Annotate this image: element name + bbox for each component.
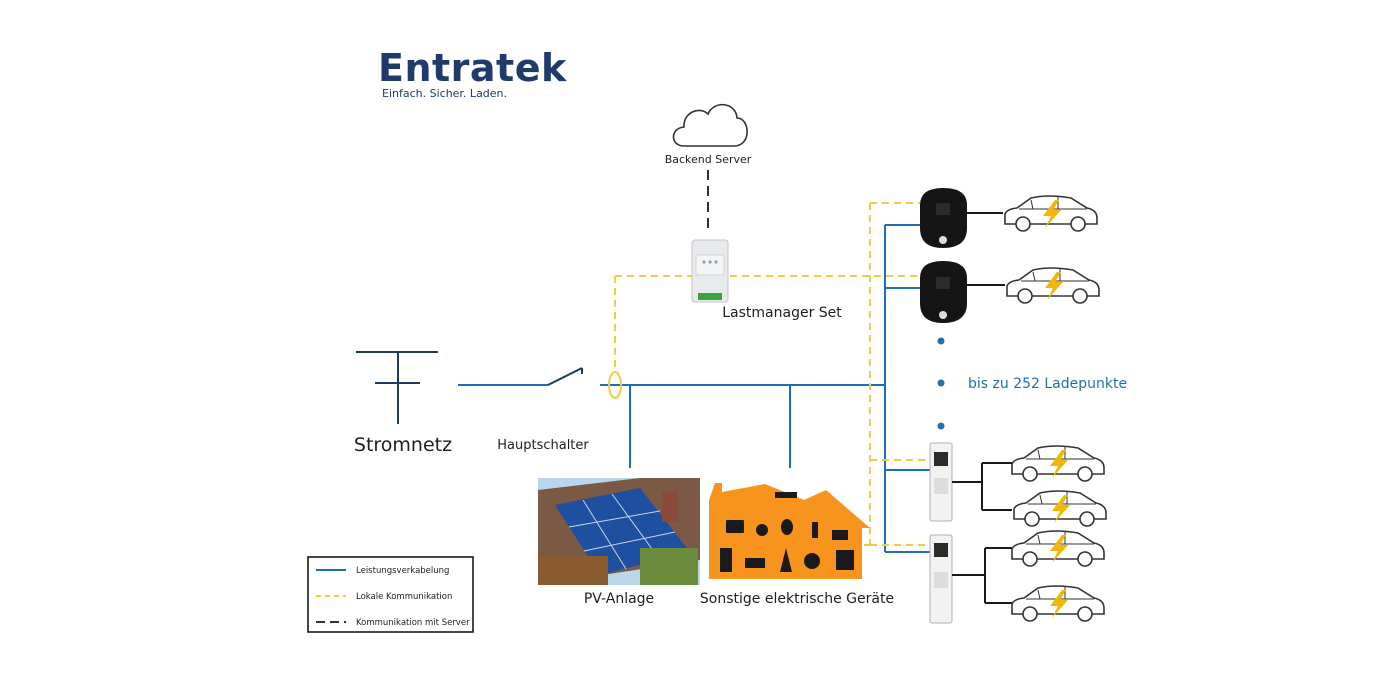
cloud-icon: [672, 103, 748, 147]
wallbox-1: [920, 188, 967, 248]
electric-car-4: [1013, 490, 1107, 527]
charging-pillar-1: [929, 442, 953, 522]
car-connection-lines: [952, 212, 1012, 604]
electric-car-2: [1006, 267, 1100, 304]
backend-server-label: Backend Server: [665, 153, 752, 166]
main-switch-symbol: [547, 367, 583, 386]
current-sensor: [608, 371, 622, 399]
brand-tagline: Einfach. Sicher. Laden.: [382, 87, 508, 100]
wallbox-2: [920, 261, 967, 323]
brand-logo: Entratek Einfach. Sicher. Laden.: [378, 48, 578, 100]
electric-car-1: [1004, 195, 1098, 232]
electric-car-5: [1011, 530, 1105, 567]
hauptschalter-label: Hauptschalter: [497, 438, 589, 453]
legend: Leistungsverkabelung Lokale Kommunikatio…: [307, 556, 474, 633]
charging-pillar-2: [929, 534, 953, 624]
electric-car-6: [1011, 585, 1105, 622]
lastmanager-label: Lastmanager Set: [722, 305, 842, 321]
pv-system-image: [538, 478, 700, 585]
load-manager-device: [691, 239, 729, 303]
pv-anlage-label: PV-Anlage: [584, 591, 654, 607]
brand-name: Entratek: [378, 46, 567, 90]
more-chargers-dots: [937, 337, 945, 430]
power-grid-icon: [356, 351, 438, 424]
ladepunkte-label: bis zu 252 Ladepunkte: [968, 376, 1127, 392]
power-lines: [458, 224, 930, 553]
legend-label-local: Lokale Kommunikation: [356, 592, 452, 602]
house-appliances-icon: [709, 483, 870, 579]
legend-label-server: Kommunikation mit Server: [356, 618, 470, 628]
electric-car-3: [1011, 445, 1105, 482]
geraete-label: Sonstige elektrische Geräte: [700, 591, 894, 607]
legend-label-power: Leistungsverkabelung: [356, 566, 449, 576]
stromnetz-label: Stromnetz: [354, 434, 452, 456]
